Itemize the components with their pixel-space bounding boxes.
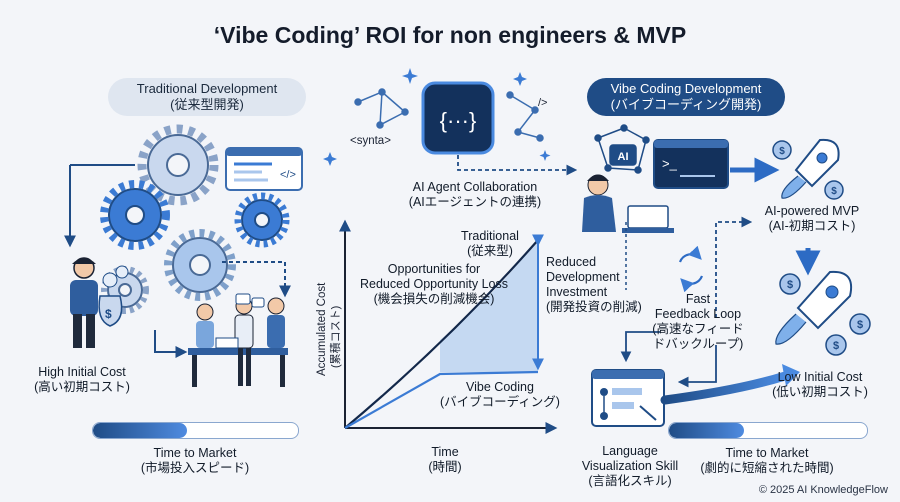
opportunity-label: Opportunities for Reduced Opportunity Lo… [359,262,508,306]
trad-ttm-fill [93,423,188,438]
reduced-investment-label: Reduced Development Investment (開発投資の削減) [546,255,642,314]
chart-ylabel-ja: (累積コスト) [328,306,342,368]
svg-text:{···}: {···} [440,108,477,133]
flowchart-window-icon [591,369,665,427]
svg-text:AI: AI [618,151,629,163]
rocket-icon [775,270,852,345]
traditional-curve-label: Traditional (従来型) [461,229,519,258]
money-bag-icon: $ [98,265,129,327]
syntax-text: <synta> [350,135,391,147]
sparkle-icon [323,68,551,166]
gear-icon [241,199,283,241]
svg-text:$: $ [787,279,793,291]
traditional-header-en: Traditional Development [136,81,278,96]
agent-ja: (AIエージェントの連携) [408,195,542,209]
vibe-header-en: Vibe Coding Development [610,81,762,96]
svg-text:$: $ [857,319,863,331]
person-icon [70,257,98,348]
mvp-en: AI-powered MVP [764,204,860,218]
svg-text:$: $ [105,307,112,321]
vibe-curve [344,370,539,429]
gear-icon [137,124,219,206]
agent-label: AI Agent Collaboration (AIエージェントの連携) [390,180,560,210]
svg-text:$: $ [831,186,837,197]
svg-text:>_: >_ [662,156,678,171]
chart-xlabel: Time (時間) [428,445,462,474]
trad-ttm-label: Time to Market (市場投入スピード) [110,446,280,476]
ai-brain-icon: AI [594,124,650,174]
code-window-icon: </> [225,147,303,191]
coin-icon: $ $ [772,140,844,200]
language-skill-label: Language Visualization Skill (言語化スキル) [581,444,679,488]
trad-cost-en: High Initial Cost [38,365,126,379]
page-title: ‘Vibe Coding’ ROI for non engineers & MV… [213,22,687,48]
rocket-icon [781,138,840,199]
refresh-icon [678,245,704,293]
chart-ylabel-en: Accumulated Cost [316,282,328,376]
vibe-ttm-ja: (劇的に短縮された時間) [700,461,834,475]
vibe-ttm-bar [668,422,868,439]
svg-text:$: $ [779,146,785,157]
gear-icon [172,237,228,293]
svg-text:</>: </> [280,169,296,181]
gear-icon [108,188,162,242]
trad-cost-ja: (高い初期コスト) [34,380,130,394]
laptop-icon [622,205,674,233]
person-icon [582,174,616,232]
network-lines [354,88,544,142]
terminal-icon: >_ [653,139,729,189]
trad-ttm-ja: (市場投入スピード) [140,461,250,475]
trad-ttm-en: Time to Market [153,446,237,460]
opportunity-area [440,240,538,372]
trad-ttm-bar [92,422,299,439]
mvp-ja: (AI-初期コスト) [768,219,856,233]
traditional-header-ja: (従来型開発) [170,97,244,112]
vibe-ttm-en: Time to Market [725,446,809,460]
mvp-label: AI-powered MVP (AI-初期コスト) [752,204,872,234]
feedback-loop-label: Fast Feedback Loop (高速なフィード ドバックループ) [652,292,744,351]
cost-chart: Accumulated Cost (累積コスト) [316,219,558,434]
vibe-header-ja: (バイブコーディング開発) [610,97,762,112]
svg-text:$: $ [833,340,839,352]
vibe-cost-label: Low Initial Cost (低い初期コスト) [755,370,885,400]
vibe-cost-en: Low Initial Cost [777,370,863,384]
trad-cost-label: High Initial Cost (高い初期コスト) [28,365,136,395]
traditional-header: Traditional Development (従来型開発) [108,78,306,116]
vibe-header: Vibe Coding Development (バイブコーディング開発) [587,78,785,116]
vibe-ttm-fill [669,423,745,438]
traditional-curve [344,239,539,429]
code-braces-icon: {···} [421,81,495,155]
vibe-ttm-label: Time to Market (劇的に短縮された時間) [672,446,862,476]
agent-en: AI Agent Collaboration [412,180,538,194]
copyright: © 2025 AI KnowledgeFlow [758,484,888,496]
vibe-cost-ja: (低い初期コスト) [772,385,868,399]
coin-icon: $ $ $ [779,273,871,356]
tag-text: /> [538,97,547,109]
gear-icon [147,134,209,196]
vibe-curve-label: Vibe Coding (バイブコーディング) [440,380,560,409]
team-icon [188,293,288,387]
